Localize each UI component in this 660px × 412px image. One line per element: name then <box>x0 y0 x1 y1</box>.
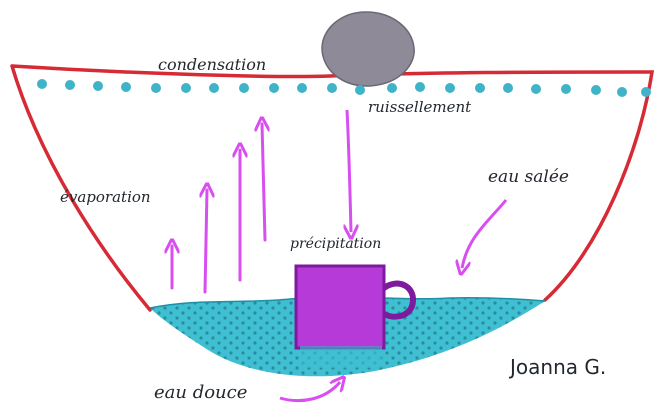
label-eau-salee: eau salée <box>488 167 569 187</box>
precipitation-arrow <box>347 110 351 232</box>
author-credit: Joanna G. <box>508 355 606 379</box>
stone-icon <box>322 12 414 86</box>
label-eau-douce: eau douce <box>154 382 247 403</box>
label-evaporation: évaporation <box>60 188 151 206</box>
label-precipitation: précipitation <box>290 236 381 252</box>
label-ruissellement: ruissellement <box>368 98 472 116</box>
label-condensation: condensation <box>158 55 266 74</box>
fresh-water-arrow <box>280 382 340 401</box>
evaporation-arrows <box>172 124 265 292</box>
salt-water-arrow <box>462 200 506 268</box>
